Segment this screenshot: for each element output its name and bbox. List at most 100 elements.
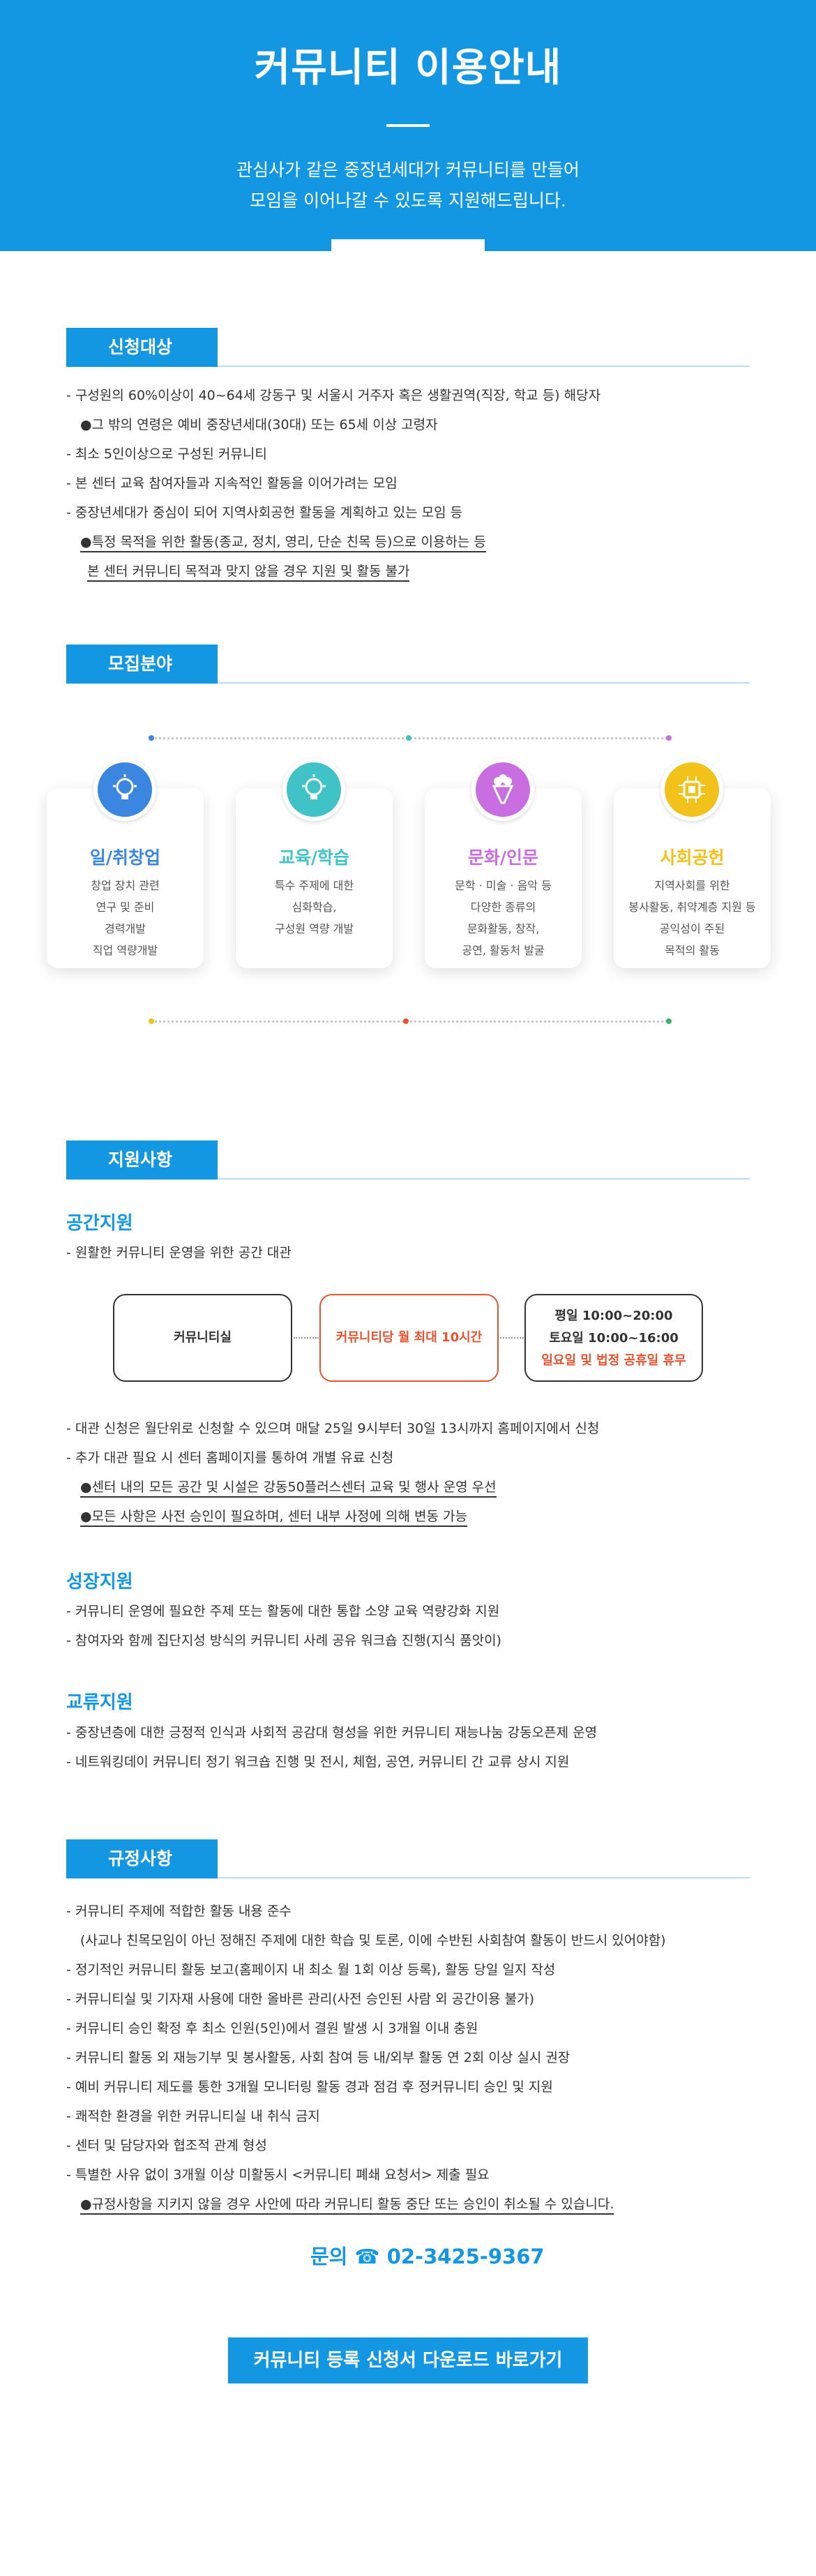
field-card-title: 교육/학습: [278, 848, 350, 868]
hero-banner: 커뮤니티 이용안내 관심사가 같은 중장년세대가 커뮤니티를 만들어 모임을 이…: [0, 0, 816, 251]
section-label-rules: 규정사항: [66, 1839, 218, 1878]
list-item: - 특별한 사유 없이 3개월 이상 미활동시 <커뮤니티 폐쇄 요청서> 제출…: [66, 2167, 490, 2183]
list-item: - 커뮤니티 활동 외 재능기부 및 봉사활동, 사회 참여 등 내/외부 활동…: [66, 2050, 571, 2065]
box-connector: [500, 1337, 524, 1339]
phone-number[interactable]: ☎ 02-3425-9367: [354, 2245, 545, 2268]
list-item-text: 본 센터 커뮤니티 목적과 맞지 않을 경우 지원 및 활동 불가: [87, 564, 410, 582]
field-card-title: 문화/인문: [467, 848, 539, 868]
connector-dot: [149, 1018, 154, 1024]
list-item: - 센터 및 담당자와 협조적 관계 형성: [66, 2138, 267, 2153]
lightbulb-icon: [93, 758, 156, 821]
lightbulb-icon: [282, 758, 345, 821]
field-card-desc: 창업 장치 관련 연구 및 준비 경력개발 직업 역량개발: [47, 875, 204, 961]
list-item: ●모든 사항은 사전 승인이 필요하며, 센터 내부 사정에 의해 변동 가능: [66, 1502, 599, 1531]
schedule-weekday: 평일 10:00~20:00: [554, 1309, 673, 1323]
chip-icon: [660, 758, 723, 821]
box-connector: [294, 1337, 319, 1339]
page-title: 커뮤니티 이용안내: [254, 45, 562, 91]
target-list: - 구성원의 60%이상이 40~64세 강동구 및 서울시 거주자 혹은 생활…: [66, 381, 600, 586]
subheading-space: 공간지원: [66, 1213, 133, 1234]
section-header-rules: 규정사항: [66, 1839, 750, 1878]
space-box-schedule: 평일 10:00~20:00 토요일 10:00~16:00 일요일 및 법정 …: [524, 1294, 703, 1382]
title-divider: [386, 124, 430, 127]
section-header-fields: 모집분야: [66, 645, 750, 684]
hero-subtitle-line2: 모임을 이어나갈 수 있도록 지원해드립니다.: [250, 190, 566, 211]
contact-label: 문의: [310, 2245, 348, 2268]
field-desc-line: 심화학습,: [292, 901, 337, 914]
list-item-text: ●규정사항을 지키지 않을 경우 사안에 따라 커뮤니티 활동 중단 또는 승인…: [80, 2197, 614, 2215]
field-card-title: 사회공헌: [660, 848, 725, 868]
field-desc-line: 창업 장치 관련: [91, 879, 160, 892]
field-desc-line: 공익성이 주된: [659, 922, 725, 935]
list-item: - 정기적인 커뮤니티 활동 보고(홈페이지 내 최소 월 1회 이상 등록),…: [66, 1962, 556, 1978]
hero-tab-notch: [331, 239, 485, 251]
hero-subtitle-line1: 관심사가 같은 중장년세대가 커뮤니티를 만들어: [236, 160, 580, 180]
section-header-target: 신청대상: [66, 328, 750, 367]
list-item: ●센터 내의 모든 공간 및 시설은 강동50플러스센터 교육 및 행사 운영 …: [66, 1472, 599, 1502]
subheading-growth: 성장지원: [66, 1572, 133, 1592]
field-desc-line: 문화활동, 창작,: [467, 922, 540, 935]
connector-dot: [403, 1018, 409, 1024]
subheading-exchange: 교류지원: [66, 1692, 133, 1713]
field-card-work: 일/취창업 창업 장치 관련 연구 및 준비 경력개발 직업 역량개발: [47, 788, 204, 968]
growth-list: - 커뮤니티 운영에 필요한 주제 또는 활동에 대한 통합 소양 교육 역량강…: [66, 1597, 501, 1655]
list-item-text: ●특정 목적을 위한 활동(종교, 정치, 영리, 단순 친목 등)으로 이용하…: [80, 534, 486, 552]
field-desc-line: 공연, 활동처 발굴: [462, 944, 545, 957]
space-notes: - 대관 신청은 월단위로 신청할 수 있으며 매달 25일 9시부터 30일 …: [66, 1414, 599, 1531]
list-item: - 추가 대관 필요 시 센터 홈페이지를 통하여 개별 유료 신청: [66, 1450, 394, 1466]
section-label-target: 신청대상: [66, 328, 218, 367]
list-item: - 중장년세대가 중심이 되어 지역사회공헌 활동을 계획하고 있는 모임 등: [66, 505, 463, 520]
space-box-hours: 커뮤니티당 월 최대 10시간: [319, 1294, 499, 1382]
section-label-support: 지원사항: [66, 1140, 218, 1180]
field-card-education: 교육/학습 특수 주제에 대한 심화학습, 구성원 역량 개발: [236, 788, 393, 968]
section-header-support: 지원사항: [66, 1140, 750, 1180]
field-desc-line: 경력개발: [105, 922, 146, 935]
connector-dot: [666, 735, 672, 741]
field-desc-line: 직업 역량개발: [92, 944, 158, 957]
connector-dot: [666, 1018, 672, 1024]
field-card-title: 일/취창업: [89, 848, 161, 868]
field-desc-line: 연구 및 준비: [96, 901, 155, 914]
list-item: - 커뮤니티 주제에 적합한 활동 내용 준수: [66, 1904, 292, 1919]
list-item: - 중장년층에 대한 긍정적 인식과 사회적 공감대 형성을 위한 커뮤니티 재…: [66, 1725, 598, 1740]
list-item: - 쾌적한 환경을 위한 커뮤니티실 내 취식 금지: [66, 2109, 320, 2124]
list-item: - 네트워킹데이 커뮤니티 정기 워크숍 진행 및 전시, 체험, 공연, 커뮤…: [66, 1754, 570, 1770]
schedule-saturday: 토요일 10:00~16:00: [549, 1331, 679, 1346]
field-desc-line: 특수 주제에 대한: [274, 879, 354, 892]
field-desc-line: 목적의 활동: [665, 944, 720, 957]
list-item: - 대관 신청은 월단위로 신청할 수 있으며 매달 25일 9시부터 30일 …: [66, 1421, 600, 1436]
hero-subtitle: 관심사가 같은 중장년세대가 커뮤니티를 만들어 모임을 이어나갈 수 있도록 …: [0, 155, 816, 216]
field-card-desc: 문학 · 미술 · 음악 등 다양한 종류의 문화활동, 창작, 공연, 활동처…: [425, 875, 582, 961]
rules-list: - 커뮤니티 주제에 적합한 활동 내용 준수 (사교나 친목모임이 아닌 정해…: [66, 1897, 666, 2219]
exchange-list: - 중장년층에 대한 긍정적 인식과 사회적 공감대 형성을 위한 커뮤니티 재…: [66, 1718, 597, 1777]
download-form-button[interactable]: 커뮤니티 등록 신청서 다운로드 바로가기: [228, 2337, 588, 2383]
field-desc-line: 지역사회를 위한: [654, 879, 730, 892]
connector-dot: [406, 735, 411, 741]
field-card-desc: 지역사회를 위한 봉사활동, 취약계층 지원 등 공익성이 주된 목적의 활동: [614, 875, 771, 961]
list-item: - 커뮤니티 운영에 필요한 주제 또는 활동에 대한 통합 소양 교육 역량강…: [66, 1604, 500, 1619]
field-desc-line: 봉사활동, 취약계층 지원 등: [628, 901, 756, 914]
dotted-connector-bottom: [151, 1020, 671, 1023]
list-item: (사교나 친목모임이 아닌 정해진 주제에 대한 학습 및 토론, 이에 수반된…: [80, 1933, 666, 1948]
schedule-holiday: 일요일 및 법정 공휴일 휴무: [541, 1353, 686, 1368]
field-desc-line: 구성원 역량 개발: [274, 922, 354, 935]
list-item: - 커뮤니티실 및 기자재 사용에 대한 올바른 관리(사전 승인된 사람 외 …: [66, 1991, 534, 2007]
space-box-room: 커뮤니티실: [113, 1294, 292, 1382]
list-item: - 구성원의 60%이상이 40~64세 강동구 및 서울시 거주자 혹은 생활…: [66, 388, 601, 403]
list-item-text: ●모든 사항은 사전 승인이 필요하며, 센터 내부 사정에 의해 변동 가능: [80, 1509, 467, 1527]
bouquet-icon: [471, 758, 534, 821]
section-label-fields: 모집분야: [66, 645, 218, 684]
contact-phone[interactable]: 문의 ☎ 02-3425-9367: [310, 2240, 545, 2270]
list-item: - 예비 커뮤니티 제도를 통한 3개월 모니터링 활동 경과 점검 후 정커뮤…: [66, 2079, 553, 2095]
list-item: - 본 센터 교육 참여자들과 지속적인 활동을 이어가려는 모임: [66, 476, 398, 491]
space-desc: - 원활한 커뮤니티 운영을 위한 공간 대관: [66, 1238, 292, 1267]
list-item: - 원활한 커뮤니티 운영을 위한 공간 대관: [66, 1245, 292, 1260]
list-item: ●특정 목적을 위한 활동(종교, 정치, 영리, 단순 친목 등)으로 이용하…: [66, 527, 600, 557]
list-item-text: ●센터 내의 모든 공간 및 시설은 강동50플러스센터 교육 및 행사 운영 …: [80, 1479, 497, 1498]
list-item: - 커뮤니티 승인 확정 후 최소 인원(5인)에서 결원 발생 시 3개월 이…: [66, 2021, 478, 2036]
connector-dot: [149, 735, 154, 741]
list-item: ●그 밖의 연령은 예비 중장년세대(30대) 또는 65세 이상 고령자: [80, 417, 438, 432]
field-card-desc: 특수 주제에 대한 심화학습, 구성원 역량 개발: [236, 875, 393, 940]
field-desc-line: 다양한 종류의: [470, 901, 536, 914]
